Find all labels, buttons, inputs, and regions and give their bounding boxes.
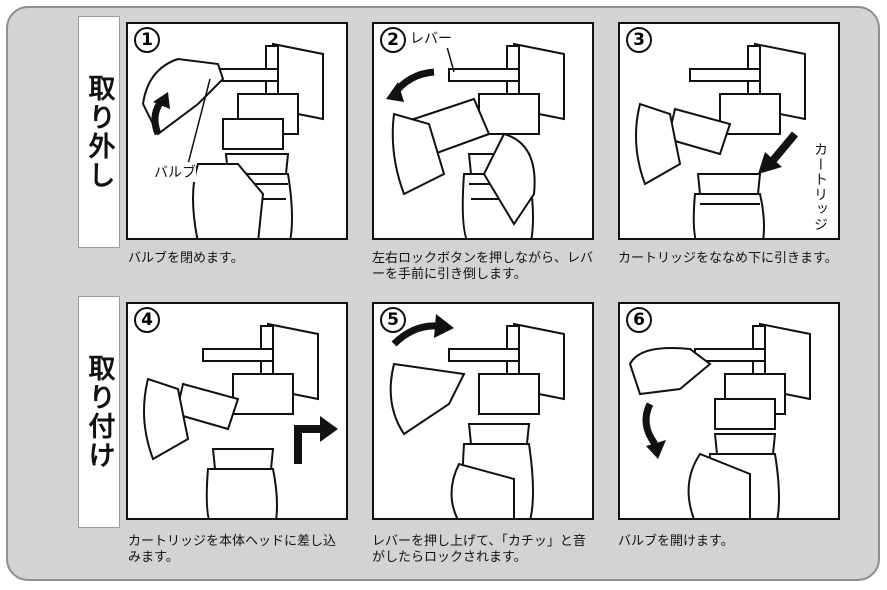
step-4-illustration <box>143 322 338 518</box>
section-removal-text: 取り外し <box>83 74 115 190</box>
step-1-caption: バルブを閉めます。 <box>128 251 244 266</box>
step-1-illustration <box>141 42 324 238</box>
step-2-illustration <box>386 35 565 238</box>
step-6-caption: バルブを開けます。 <box>618 534 734 549</box>
step-5-panel: 5 <box>372 302 594 520</box>
step-2-callout-lever: レバー <box>410 28 452 48</box>
step-4-panel: 4 <box>126 302 348 520</box>
step-6-illustration <box>628 322 811 518</box>
section-label-installation: 取り付け <box>78 296 120 528</box>
step-6-number: 6 <box>626 307 652 333</box>
step-5-number: 5 <box>380 307 406 333</box>
step-1-number: 1 <box>134 27 160 53</box>
step-3-number: 3 <box>626 27 652 53</box>
step-3-panel: 3 カートリッジ <box>618 22 840 240</box>
step-5-illustration <box>389 314 565 518</box>
step-1-panel: 1 バルブ <box>126 22 348 240</box>
step-1-callout-valve: バルブ <box>154 162 196 182</box>
step-6-panel: 6 <box>618 302 840 520</box>
step-2-number: 2 <box>380 27 406 53</box>
step-5-caption: レバーを押し上げて、「カチッ」と音がしたらロックされます。 <box>372 534 586 565</box>
section-installation-text: 取り付け <box>83 354 115 470</box>
step-2-caption: 左右ロックボタンを押しながら、レバーを手前に引き倒します。 <box>372 251 594 282</box>
section-label-removal: 取り外し <box>78 16 120 248</box>
step-3-caption: カートリッジをななめ下に引きます。 <box>618 251 838 266</box>
step-3-callout-cartridge: カートリッジ <box>812 142 828 232</box>
step-3-illustration <box>635 42 806 238</box>
step-4-number: 4 <box>134 307 160 333</box>
step-2-panel: 2 レバー <box>372 22 594 240</box>
step-4-caption: カートリッジを本体ヘッドに差し込みます。 <box>128 534 337 565</box>
